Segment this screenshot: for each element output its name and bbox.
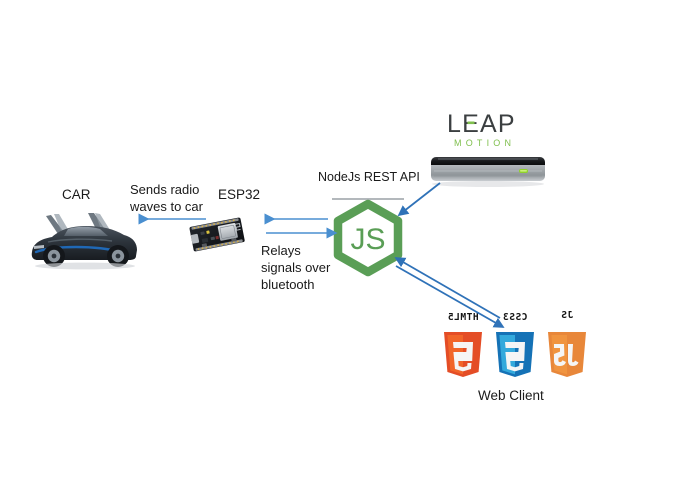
connection-label-radio-waves: Sends radio waves to car <box>130 182 203 214</box>
javascript-shield-icon: JS <box>544 310 590 382</box>
car-photo <box>28 204 140 272</box>
connection-label-relays-bluetooth: Relays signals over bluetooth <box>261 243 331 292</box>
nodejs-hexagon-icon: JS <box>330 196 406 280</box>
svg-text:LEAP: LEAP <box>447 110 516 138</box>
css3-shield-icon: CSS3 <box>492 312 538 382</box>
arrow-webclient-to-node <box>394 257 501 319</box>
car-label: CAR <box>62 187 91 202</box>
html5-shield-caption: HTML5 <box>447 312 479 323</box>
leap-motion-controller-icon <box>428 152 548 190</box>
web-client-label: Web Client <box>478 388 544 403</box>
svg-text:JS: JS <box>350 223 385 256</box>
html5-shield-icon: HTML5 <box>440 312 486 382</box>
javascript-shield-caption: JS <box>560 310 574 321</box>
esp32-board-photo <box>186 203 248 265</box>
svg-text:MOTION: MOTION <box>454 138 515 148</box>
web-client-logos: HTML5 CSS3 JS <box>440 310 590 384</box>
leap-motion-logo: LEAP MOTION <box>446 108 540 150</box>
nodejs-rest-api-label: NodeJs REST API <box>318 170 420 184</box>
esp32-label: ESP32 <box>218 187 261 202</box>
css3-shield-caption: CSS3 <box>502 312 528 323</box>
